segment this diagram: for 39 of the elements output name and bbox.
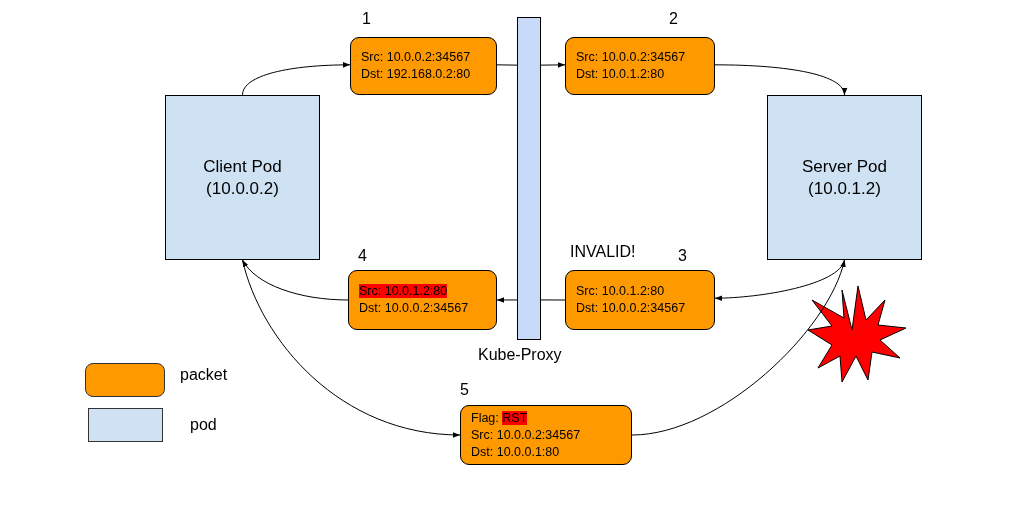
step-number: 1 (362, 10, 371, 28)
packet-field: Dst: 192.168.0.2:80 (361, 67, 471, 81)
step-number: 5 (460, 381, 469, 399)
packet-field: Src: 10.0.0.2:34567 (471, 427, 581, 442)
packet-box (350, 37, 497, 95)
packet-field: Src: 10.0.0.2:34567 (361, 50, 471, 64)
component-label: Kube-Proxy (478, 346, 562, 364)
step-number: 4 (358, 247, 367, 265)
packet-box (565, 37, 715, 95)
packet-field: Src: 10.0.0.2:34567 (576, 50, 686, 64)
legend-label: packet (180, 366, 228, 384)
connector-line (496, 64, 518, 66)
legend-label: pod (190, 416, 217, 434)
pod-label: Client Pod (10.0.0.2) (203, 156, 282, 198)
packet-box (348, 270, 497, 330)
packet-field: Dst: 10.0.0.1:80 (471, 444, 560, 459)
packet-field: Dst: 10.0.0.2:34567 (359, 301, 469, 315)
arrow (631, 259, 846, 436)
pod-box (165, 95, 320, 260)
packet-field: Dst: 10.0.1.2:80 (576, 67, 665, 81)
arrow (496, 297, 518, 303)
packet-field: Src: 10.0.1.2:80 (576, 284, 665, 298)
status-label: INVALID! (570, 243, 636, 261)
arrow (714, 64, 846, 96)
step-number: 3 (678, 247, 687, 265)
packet-box (565, 270, 715, 330)
packet-box (460, 405, 632, 465)
arrow (242, 259, 461, 438)
arrow (242, 62, 351, 96)
proxy-bar (517, 17, 541, 340)
pod-label: Server Pod (10.0.1.2) (801, 156, 887, 198)
packet-field: Flag: RST (471, 410, 528, 425)
packet-field: Src: 10.0.1.2:80 (359, 284, 448, 298)
arrow (242, 259, 349, 301)
pod-box (767, 95, 922, 260)
packet-field: Dst: 10.0.0.2:34567 (576, 301, 686, 315)
connector-line (540, 299, 566, 301)
arrow (540, 62, 566, 68)
step-number: 2 (669, 10, 678, 28)
